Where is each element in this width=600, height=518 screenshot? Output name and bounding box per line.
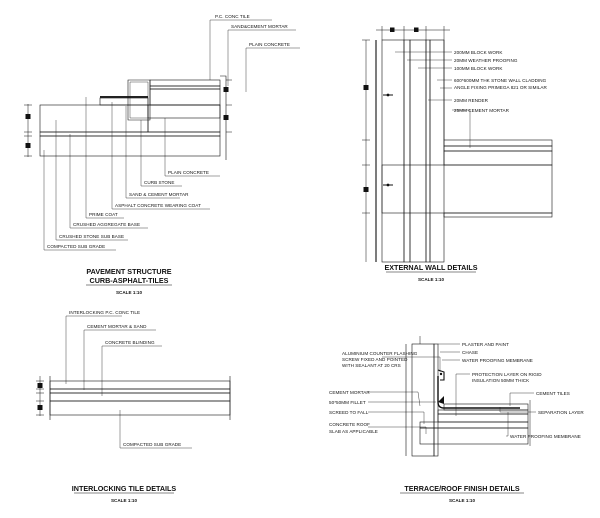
compacted-sub-grade-layer-2 — [49, 400, 231, 416]
label-block-work-200: 200MM BLOCK WORK — [454, 50, 503, 55]
terrace-title: TERRACE/ROOF FINISH DETAILS — [404, 484, 519, 493]
label-fillet: 50*50MM FILLET — [329, 400, 366, 405]
wall-title: EXTERNAL WALL DETAILS — [384, 263, 477, 272]
fillet — [438, 396, 444, 404]
label-separation-layer: SEPARATION LAYER — [538, 410, 584, 415]
label-waterproofing-membrane-1: WATER PROOFING MEMBRANE — [462, 358, 533, 363]
label-plaster-paint: PLASTER AND PAINT — [462, 342, 509, 347]
label-counter-flashing-1: ALUMINIUM COUNTER FLASHING — [342, 351, 418, 356]
label-weather-proofing: 20MM WEATHER PROOFING — [454, 58, 518, 63]
label-screed: SCREED TO FALL — [329, 410, 369, 415]
label-sand-cement-mortar-2: SAND & CEMENT MORTAR — [129, 192, 189, 197]
label-chase: CHASE — [462, 350, 478, 355]
label-protection-layer-1: PROTECTION LAYER ON RIGID — [472, 372, 542, 377]
label-crushed-stone-sub-base: CRUSHED STONE SUB BASE — [59, 234, 124, 239]
curb-stone — [127, 79, 151, 121]
plain-concrete-layer — [149, 88, 221, 106]
label-counter-flashing-3: WITH SEALANT AT 20 CRS — [342, 363, 401, 368]
wall-scale: SCALE 1:10 — [418, 277, 444, 282]
label-cement-mortar-25: 25MM CEMENT MORTAR — [454, 108, 510, 113]
terrace-roof-detail: ALUMINIUM COUNTER FLASHING SCREW FIXED A… — [329, 336, 584, 503]
external-wall-detail: 200MM BLOCK WORK 20MM WEATHER PROOFING 1… — [362, 26, 553, 282]
label-counter-flashing-2: SCREW FIXED AND POINTED — [342, 357, 408, 362]
pavement-structure-detail: P.C. CONC TILE SAND&CEMENT MORTAR PLAIN … — [24, 14, 300, 295]
label-compacted-sub-grade-2: COMPACTED SUB GRADE — [123, 442, 181, 447]
label-plain-concrete-bottom: PLAIN CONCRETE — [168, 170, 209, 175]
label-cement-tiles: CEMENT TILES — [536, 391, 570, 396]
concrete-slab — [381, 164, 553, 214]
label-asphalt-wearing-coat: ASPHALT CONCRETE WEARING COAT — [115, 203, 201, 208]
cement-tiles-layer — [443, 403, 529, 411]
label-pc-conc-tile: P.C. CONC TILE — [215, 14, 250, 19]
interlocking-scale: SCALE 1:10 — [111, 498, 137, 503]
floor-tile-layer — [443, 139, 553, 147]
label-curb-stone: CURB STONE — [144, 180, 175, 185]
weather-proofing — [403, 39, 411, 263]
compacted-sub-grade-layer — [39, 135, 221, 157]
prime-coat — [100, 96, 148, 98]
label-waterproofing-membrane-2: WATER PROOFING MEMBRANE — [510, 434, 581, 439]
label-cement-mortar-sand: CEMENT MORTAR & SAND — [87, 324, 147, 329]
label-concrete-blinding: CONCRETE BLINDING — [105, 340, 155, 345]
label-block-work-100: 100MM BLOCK WORK — [454, 66, 503, 71]
label-stone-cladding: 600*600MM THK STONE WALL CLADDING — [454, 78, 547, 83]
pc-conc-tile-layer — [149, 79, 221, 87]
render-20mm — [425, 39, 431, 263]
counter-flashing — [437, 369, 445, 381]
screed-to-fall — [419, 421, 529, 429]
label-angle-fixing: ANGLE FIXING PRIMEGA 821 OR SIMILAR — [454, 85, 548, 90]
label-plain-concrete-top: PLAIN CONCRETE — [249, 42, 290, 47]
pavement-scale: SCALE 1:10 — [116, 290, 142, 295]
interlocking-tile-layer — [49, 380, 231, 390]
terrace-scale: SCALE 1:10 — [449, 498, 475, 503]
block-work-100mm — [409, 39, 427, 263]
asphalt-wearing-coat — [99, 97, 149, 106]
label-compacted-sub-grade: COMPACTED SUB GRADE — [47, 244, 105, 249]
block-work-200mm — [381, 39, 405, 263]
label-interlocking-tile: INTERLOCKING P.C. CONC TILE — [69, 310, 140, 315]
label-render: 20MM RENDER — [454, 98, 489, 103]
parapet-wall — [411, 343, 435, 457]
stone-wall-cladding — [429, 39, 445, 263]
interlocking-title: INTERLOCKING TILE DETAILS — [72, 484, 177, 493]
label-concrete-roof-1: CONCRETE ROOF — [329, 422, 370, 427]
label-protection-layer-2: INSULATION 50MM THICK — [472, 378, 530, 383]
label-concrete-roof-2: SLAB AS APPLICABLE — [329, 429, 378, 434]
insulation-layer — [437, 413, 529, 423]
label-cement-mortar-roof: CEMENT MORTAR — [329, 390, 370, 395]
cement-mortar-sand-layer — [49, 388, 231, 394]
crushed-aggregate-base-layer — [39, 131, 221, 137]
pavement-title-line2: CURB-ASPHALT-TILES — [90, 276, 169, 285]
sand-cement-mortar-layer — [149, 85, 221, 90]
concrete-blinding-layer — [49, 392, 231, 402]
concrete-roof-slab — [419, 427, 529, 445]
interlocking-tile-detail: INTERLOCKING P.C. CONC TILE CEMENT MORTA… — [36, 310, 231, 503]
pavement-title-line1: PAVEMENT STRUCTURE — [86, 267, 171, 276]
cement-mortar-25mm-layer — [443, 145, 553, 152]
label-prime-coat: PRIME COAT — [89, 212, 118, 217]
label-crushed-aggregate-base: CRUSHED AGGREGATE BASE — [73, 222, 140, 227]
label-sand-cement-mortar: SAND&CEMENT MORTAR — [231, 24, 288, 29]
